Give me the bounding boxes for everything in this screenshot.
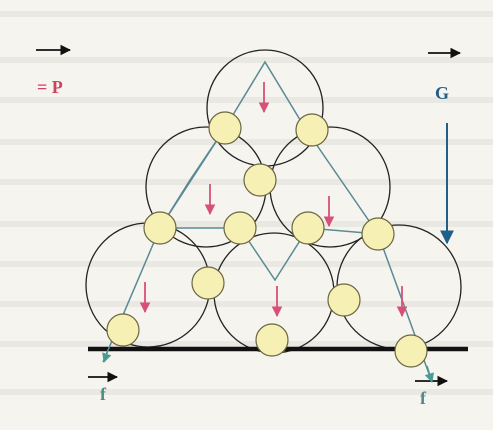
inner-force-line-left — [159, 127, 226, 229]
contact-circle — [255, 323, 289, 357]
inner-force-line — [160, 227, 379, 282]
contact-circle — [295, 113, 329, 147]
contact-circle — [327, 283, 361, 317]
contact-circle — [243, 163, 277, 197]
contact-circle — [106, 313, 140, 347]
g-label: G — [435, 83, 449, 103]
p-label: = P — [37, 77, 63, 97]
contact-circle — [208, 111, 242, 145]
contact-circle — [394, 334, 428, 368]
f-label-left: f — [100, 384, 107, 404]
contact-circle — [143, 211, 177, 245]
contact-circle — [361, 217, 395, 251]
contact-circle — [223, 211, 257, 245]
contact-circle — [191, 266, 225, 300]
f-label-right: f — [420, 388, 427, 408]
friction-arrow-right — [424, 365, 435, 383]
contact-points — [106, 111, 428, 368]
weight-arrows — [139, 82, 408, 318]
contact-circle — [291, 211, 325, 245]
friction-arrow-left — [102, 349, 112, 363]
